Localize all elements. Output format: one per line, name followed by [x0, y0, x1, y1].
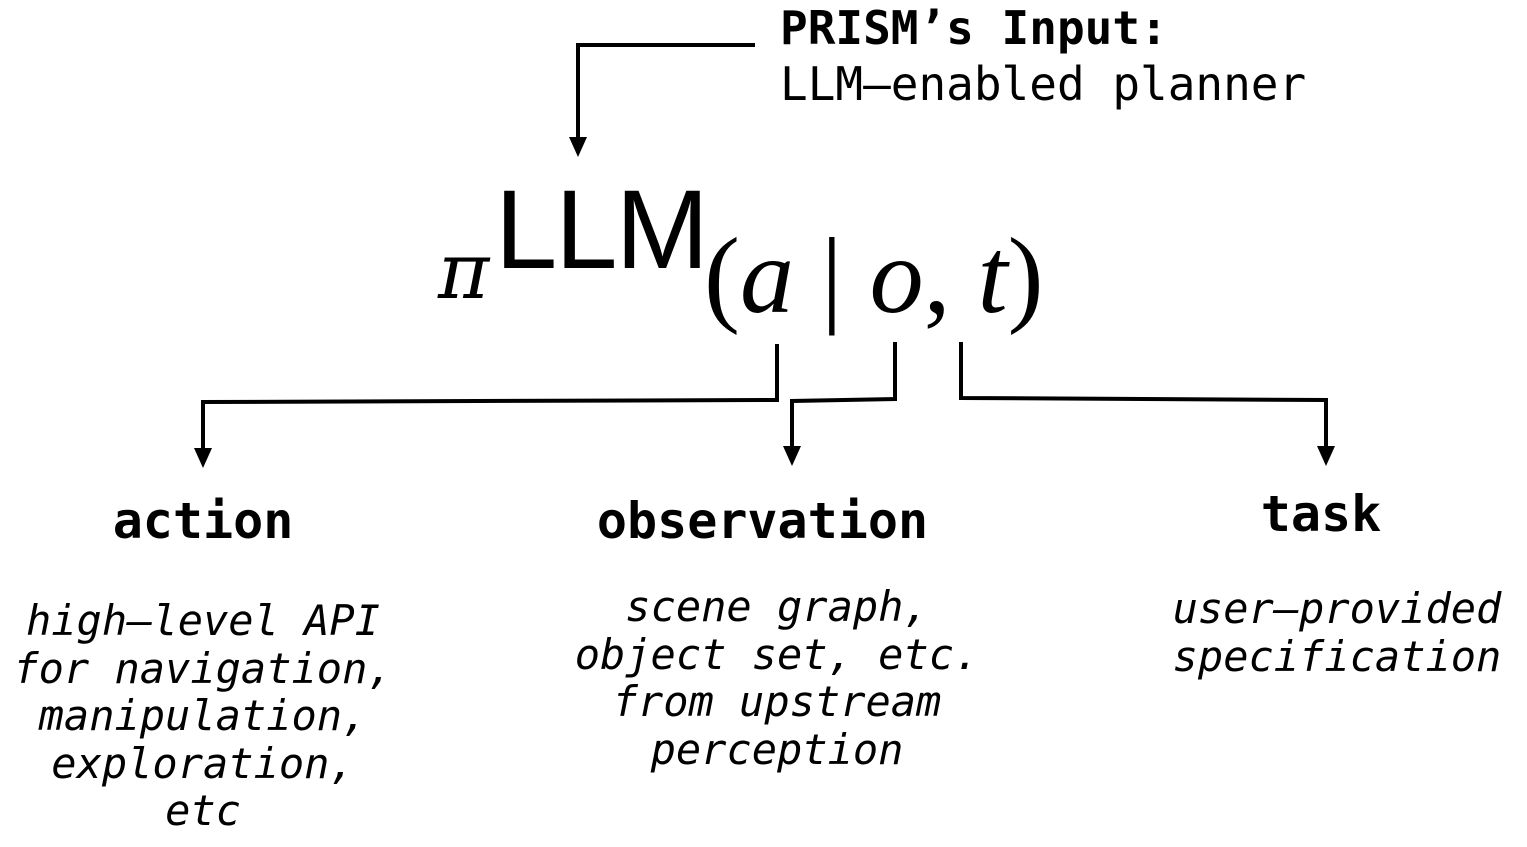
- conditional-bar: |: [793, 217, 870, 336]
- action-desc-line: manipulation,: [38, 691, 368, 740]
- arg-action: a: [739, 217, 794, 336]
- task-label: task: [1260, 485, 1382, 543]
- observation-label: observation: [596, 492, 929, 550]
- pi-symbol: π: [438, 227, 490, 317]
- action-arrowhead: [194, 448, 212, 468]
- input-subtitle: LLM–enabled planner: [780, 57, 1307, 111]
- task-connector-arrow: [959, 342, 1328, 450]
- task-desc-line: user–provided: [1172, 584, 1502, 633]
- observation-description: scene graph, object set, etc. from upstr…: [556, 583, 998, 773]
- open-paren: (: [704, 217, 740, 336]
- action-connector-arrow: [201, 344, 779, 452]
- input-title: PRISM’s Input:: [780, 1, 1168, 55]
- observation-desc-line: from upstream: [612, 677, 942, 726]
- close-paren: ): [1007, 217, 1044, 336]
- task-arrowhead: [1317, 446, 1335, 466]
- observation-desc-line: object set, etc.: [574, 629, 980, 679]
- task-desc-line: specification: [1172, 631, 1502, 681]
- llm-superscript: LLM: [495, 167, 709, 292]
- observation-arrowhead: [783, 446, 801, 466]
- task-description: user–provided specification: [1155, 585, 1519, 680]
- input-to-formula-arrow: [576, 43, 755, 140]
- observation-desc-line: perception: [650, 724, 904, 774]
- action-desc-line: exploration,: [51, 738, 355, 788]
- action-desc-line: high–level API: [25, 596, 380, 645]
- arg-task: t: [977, 217, 1008, 336]
- observation-desc-line: scene graph,: [625, 582, 929, 631]
- observation-connector-arrow: [790, 342, 897, 450]
- action-label: action: [112, 492, 294, 550]
- action-description: high–level API for navigation, manipulat…: [0, 597, 406, 835]
- action-desc-line: etc: [165, 786, 241, 835]
- input-arrowhead: [569, 137, 587, 157]
- arg-observation: o: [869, 217, 924, 336]
- arg-comma: ,: [923, 217, 978, 336]
- action-desc-line: for navigation,: [13, 643, 393, 693]
- formula-arguments: (a | o, t): [704, 222, 1044, 332]
- input-annotation: PRISM’s Input: LLM–enabled planner: [780, 0, 1306, 112]
